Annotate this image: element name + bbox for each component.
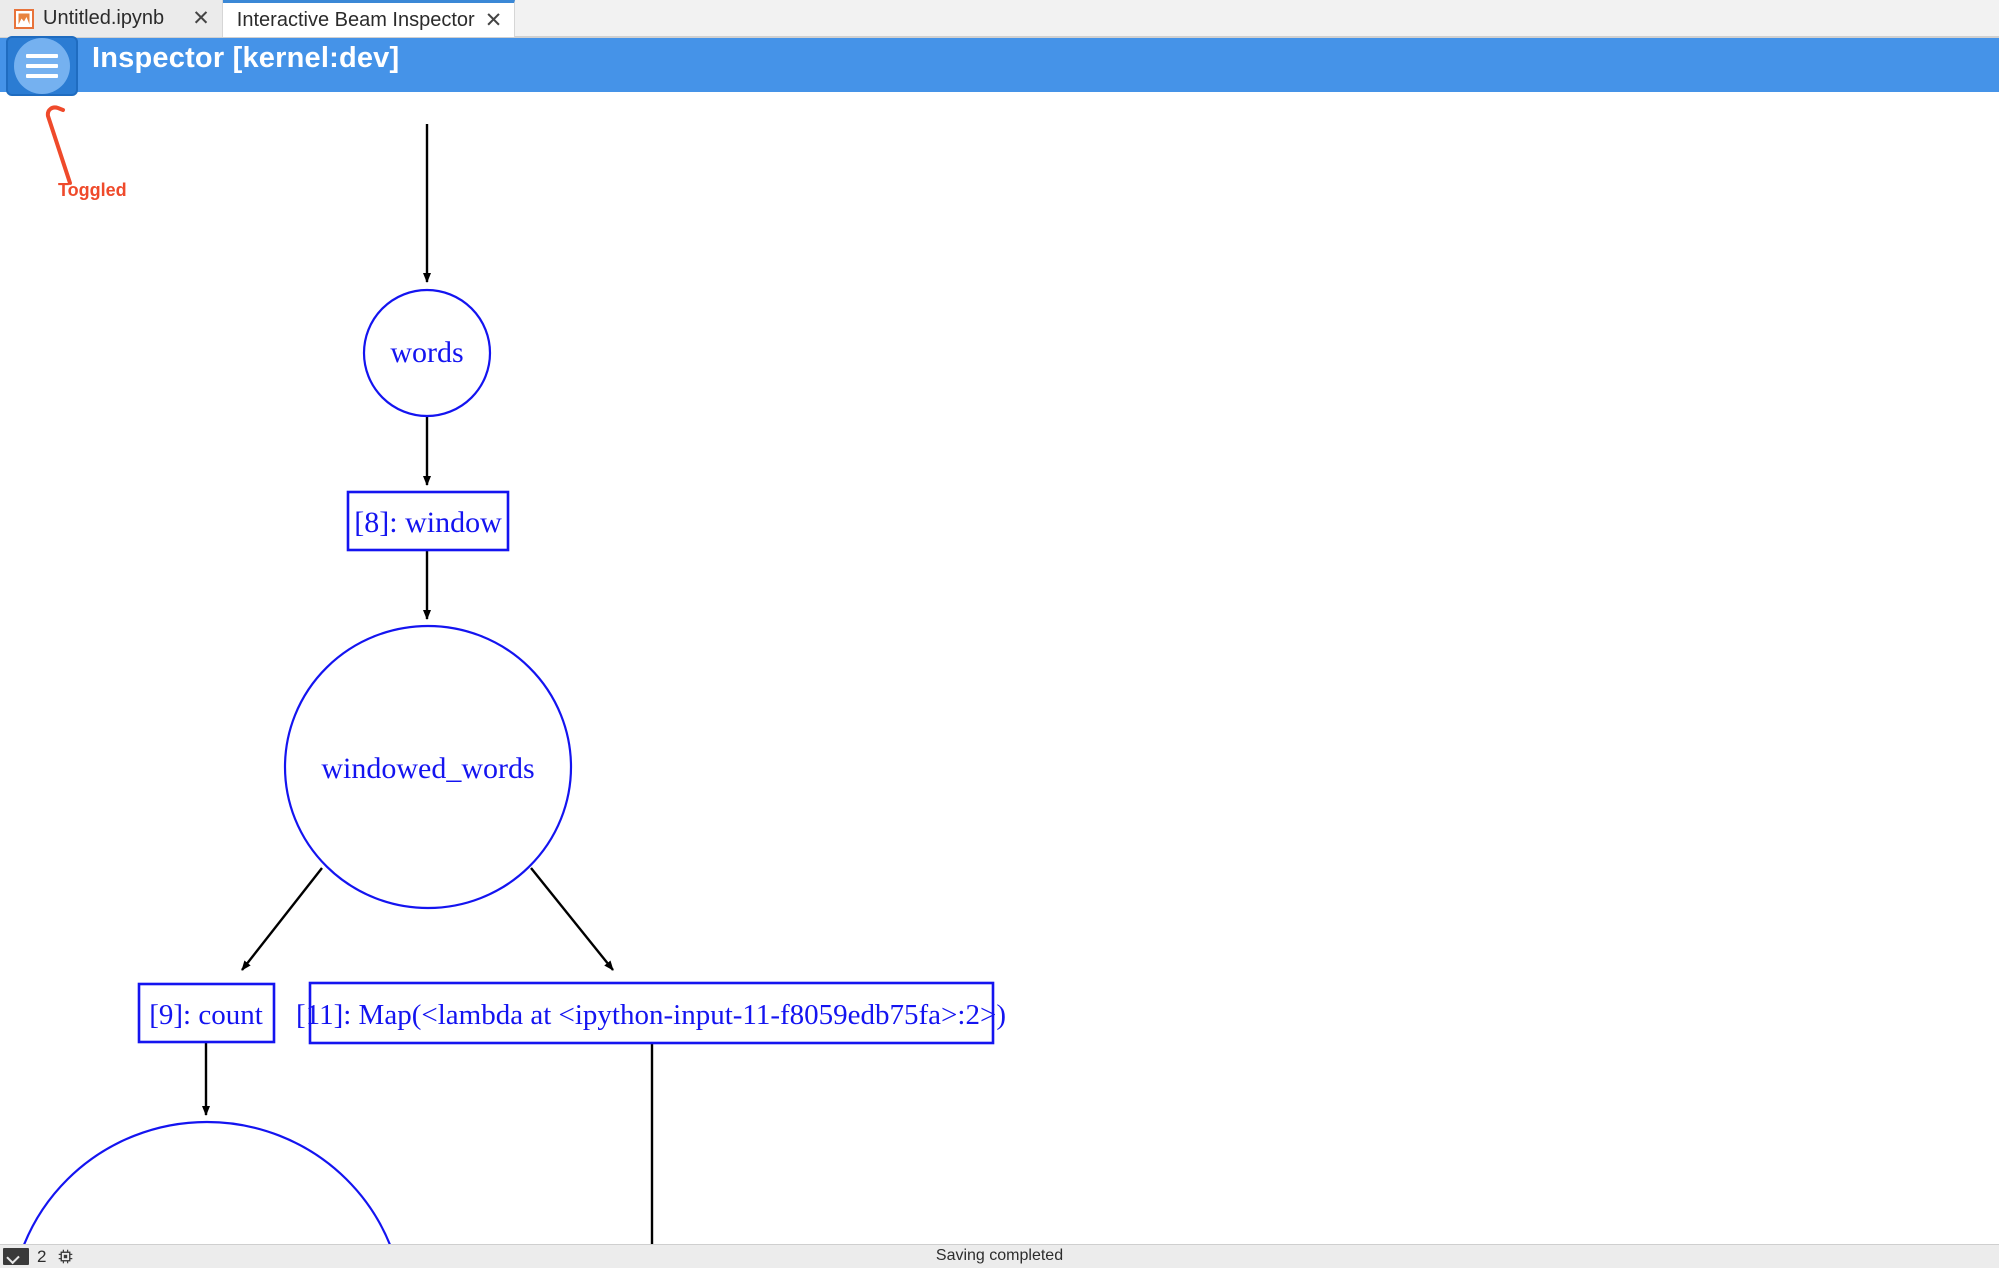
node-label: [11]: Map(<lambda at <ipython-input-11-f… xyxy=(296,999,1006,1031)
status-bar-left: 2 xyxy=(0,1245,74,1268)
edge-windowed-words-to-map xyxy=(530,867,614,971)
pipeline-graph: words [8]: window windowed_words [9]: co… xyxy=(10,124,1006,1244)
notebook-icon xyxy=(14,8,34,29)
chip-icon[interactable] xyxy=(57,1248,74,1265)
graph-edges xyxy=(202,124,654,1244)
node-label: words xyxy=(390,336,463,369)
tab-label: Interactive Beam Inspector xyxy=(236,8,475,31)
tab-close-icon[interactable]: ✕ xyxy=(192,7,210,30)
node-label: [8]: window xyxy=(354,506,502,539)
graph-node-windowed-word-counts[interactable]: windowed_word_counts xyxy=(10,1120,404,1244)
tab-interactive-beam-inspector[interactable]: Interactive Beam Inspector ✕ xyxy=(222,0,516,37)
graph-canvas[interactable]: words [8]: window windowed_words [9]: co… xyxy=(0,92,1999,1244)
status-message: Saving completed xyxy=(935,1247,1064,1264)
graph-node-window[interactable]: [8]: window xyxy=(346,490,510,552)
tab-bar: Untitled.ipynb ✕ Interactive Beam Inspec… xyxy=(0,0,1999,38)
node-label: [9]: count xyxy=(149,999,263,1031)
graph-node-words[interactable]: words xyxy=(362,288,492,418)
node-label: windowed_words xyxy=(321,752,534,785)
tab-close-icon[interactable]: ✕ xyxy=(484,8,503,32)
graph-node-count[interactable]: [9]: count xyxy=(137,982,276,1044)
page-title: Inspector [kernel:dev] xyxy=(92,42,400,74)
annotation-label: Toggled xyxy=(58,180,127,200)
menu-toggle-button[interactable] xyxy=(6,36,78,96)
kernel-count: 2 xyxy=(37,1246,47,1266)
graph-nodes: words [8]: window windowed_words [9]: co… xyxy=(10,288,1006,1244)
tab-label: Untitled.ipynb xyxy=(43,7,165,29)
status-bar: 2 Saving completed xyxy=(0,1244,1999,1268)
hamburger-icon xyxy=(26,48,58,84)
edge-windowed-words-to-count xyxy=(241,867,323,971)
tab-untitled-ipynb[interactable]: Untitled.ipynb ✕ xyxy=(0,0,223,37)
terminal-icon[interactable] xyxy=(3,1248,29,1265)
graph-node-map[interactable]: [11]: Map(<lambda at <ipython-input-11-f… xyxy=(296,981,1006,1045)
inspector-header xyxy=(0,38,1999,92)
graph-node-windowed-words[interactable]: windowed_words xyxy=(283,624,573,910)
tab-bar-empty-space xyxy=(515,0,1999,37)
